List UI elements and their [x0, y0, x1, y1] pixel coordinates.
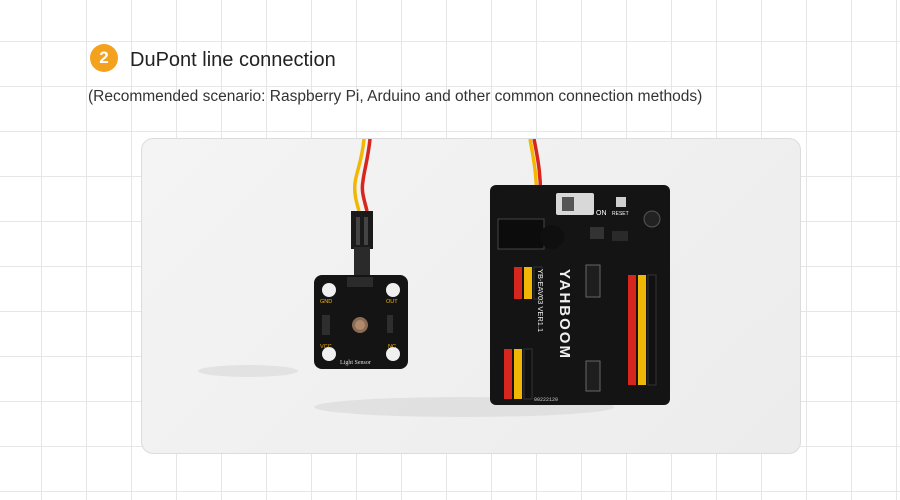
connection-illustration: GND OUT VCC NC Light Sensor ON RESET: [198, 139, 670, 417]
board-serial: 00222120: [534, 397, 558, 403]
sensor-shadow: [198, 365, 298, 377]
light-sensor-module: GND OUT VCC NC Light Sensor: [314, 275, 408, 369]
section-subtitle: (Recommended scenario: Raspberry Pi, Ard…: [88, 88, 703, 105]
sensor-pin-vcc: VCC: [320, 344, 332, 350]
step-number-badge: 2: [90, 44, 118, 72]
sensor-pin-nc: NC: [388, 344, 396, 350]
switch-label: ON: [596, 210, 607, 217]
reset-label: RESET: [612, 211, 629, 217]
board-model: YB-EAV03 VER1.1: [536, 269, 545, 332]
sensor-pin-gnd: GND: [320, 299, 332, 305]
connection-photo: GND OUT VCC NC Light Sensor ON RESET: [141, 138, 801, 454]
power-switch: [556, 193, 594, 215]
dupont-connector: [351, 211, 373, 249]
sensor-pin-out: OUT: [386, 299, 398, 305]
expansion-board: ON RESET: [490, 185, 670, 405]
section-title: DuPont line connection: [130, 49, 336, 71]
left-pin-header: [504, 266, 543, 400]
sensor-wires: [351, 139, 373, 277]
board-brand: YAHBOOM: [556, 269, 573, 360]
sensor-label: Light Sensor: [340, 360, 371, 366]
reset-button: [616, 197, 626, 207]
right-pin-header: [585, 264, 657, 392]
